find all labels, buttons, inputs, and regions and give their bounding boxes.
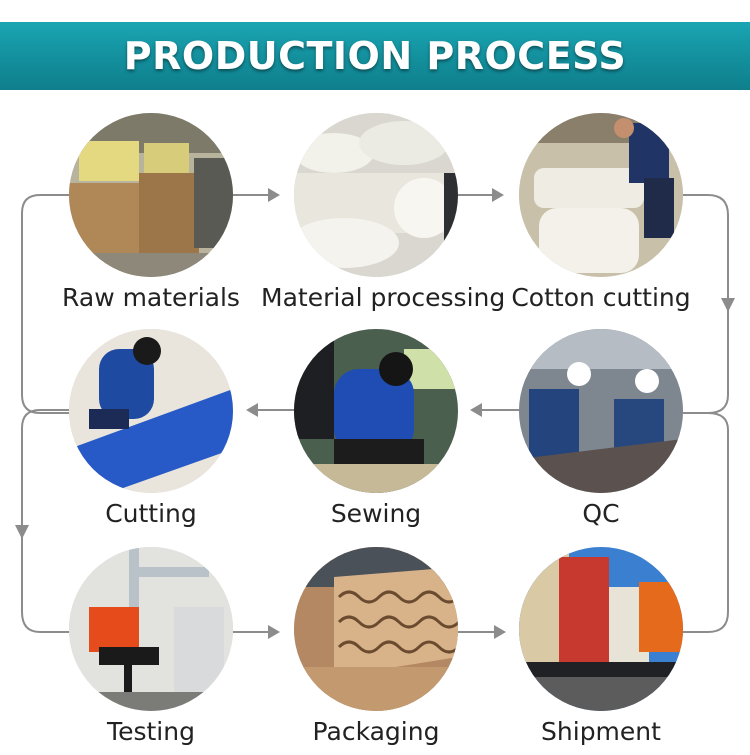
chair-testing-machine-photo bbox=[69, 547, 233, 711]
foam-rolls-photo bbox=[294, 113, 458, 277]
fabric-cutting-worker-photo bbox=[69, 329, 233, 493]
arrow-right-icon bbox=[268, 188, 280, 202]
cotton-cutting-worker-photo bbox=[519, 113, 683, 277]
step-raw-materials: Raw materials bbox=[36, 113, 266, 312]
quality-check-workers-photo bbox=[519, 329, 683, 493]
step-testing: Testing bbox=[36, 547, 266, 746]
arrow-left-icon bbox=[470, 403, 482, 417]
step-packaging: Packaging bbox=[261, 547, 491, 746]
arrow-down-icon bbox=[15, 525, 29, 539]
step-qc: QC bbox=[486, 329, 716, 528]
step-cutting: Cutting bbox=[36, 329, 266, 528]
arrow-left-icon bbox=[246, 403, 258, 417]
warehouse-stacked-foam-photo bbox=[69, 113, 233, 277]
step-label: Material processing bbox=[261, 283, 506, 312]
step-label: Testing bbox=[107, 717, 195, 746]
arrow-down-icon bbox=[721, 298, 735, 312]
step-sewing: Sewing bbox=[261, 329, 491, 528]
step-shipment: Shipment bbox=[486, 547, 716, 746]
step-label: Cutting bbox=[105, 499, 197, 528]
page-title: PRODUCTION PROCESS bbox=[123, 34, 627, 78]
container-truck-photo bbox=[519, 547, 683, 711]
arrow-right-icon bbox=[268, 625, 280, 639]
arrow-right-icon bbox=[494, 625, 506, 639]
step-label: QC bbox=[582, 499, 620, 528]
step-label: Packaging bbox=[312, 717, 440, 746]
step-cotton-cutting: Cotton cutting bbox=[486, 113, 716, 312]
step-material-processing: Material processing bbox=[261, 113, 506, 312]
sewing-worker-photo bbox=[294, 329, 458, 493]
header-banner: PRODUCTION PROCESS bbox=[0, 22, 750, 90]
corrugated-carton-photo bbox=[294, 547, 458, 711]
step-label: Sewing bbox=[330, 499, 422, 528]
step-label: Cotton cutting bbox=[511, 283, 691, 312]
arrow-right-icon bbox=[492, 188, 504, 202]
step-label: Raw materials bbox=[62, 283, 240, 312]
step-label: Shipment bbox=[541, 717, 661, 746]
